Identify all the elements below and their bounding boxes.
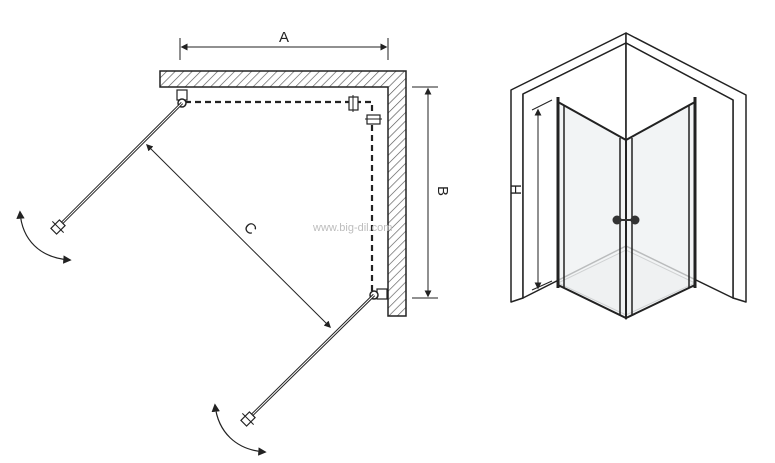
- plan-view: A B: [16, 29, 451, 456]
- dimension-a: A: [179, 29, 389, 60]
- perspective-view: H: [508, 32, 747, 320]
- dimension-b: B: [412, 86, 451, 299]
- glass-door-right: [625, 100, 696, 320]
- watermark-text: www.big-dil.com: [312, 222, 392, 234]
- wall-hatched: [159, 70, 407, 317]
- closed-door-outline: [185, 100, 374, 292]
- dimension-b-label: B: [434, 186, 451, 196]
- dimension-c-label: C: [240, 219, 260, 239]
- glass-door-left: [557, 100, 627, 320]
- dimension-h-label: H: [508, 184, 525, 195]
- dimension-h: H: [508, 99, 553, 291]
- door-knobs: [612, 215, 640, 225]
- dimension-a-label: A: [279, 29, 289, 46]
- swing-arrow-left: [16, 210, 72, 264]
- open-door-right: [240, 293, 376, 427]
- swing-arrow-right: [211, 403, 267, 456]
- dimension-c: C: [146, 144, 331, 328]
- handle-closed-right: [365, 114, 382, 125]
- handle-closed-top: [348, 95, 359, 112]
- open-door-left: [50, 101, 184, 235]
